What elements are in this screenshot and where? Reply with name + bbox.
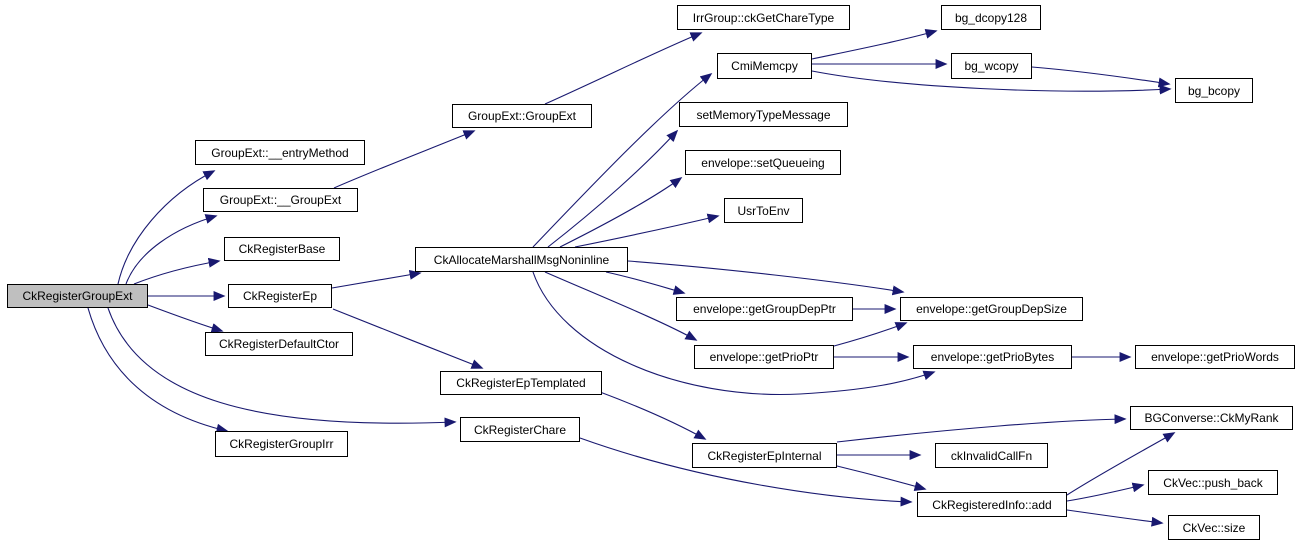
node-label: CkRegisterChare	[473, 422, 567, 437]
node-label: CkRegisterEp	[242, 289, 318, 303]
edge-ck-register-group-ext-to-ck-register-chare	[107, 307, 457, 428]
edge-ck-registered-info-add-to-ck-vec-size	[1066, 509, 1164, 527]
node-ck-allocate-marshall-msg[interactable]: CkAllocateMarshallMsgNoninline	[415, 247, 628, 272]
node-label: envelope::getPrioBytes	[930, 350, 1055, 364]
node-ck-vec-push-back[interactable]: CkVec::push_back	[1148, 470, 1278, 495]
edge-envelope-get-prio-ptr-to-envelope-get-group-dep-size	[833, 322, 908, 347]
node-label: CkAllocateMarshallMsgNoninline	[433, 252, 610, 267]
node-ck-register-default-ctor[interactable]: CkRegisterDefaultCtor	[205, 332, 353, 356]
edge-ck-register-group-ext-to-group-ext-entry-method	[117, 170, 216, 285]
node-envelope-get-prio-bytes[interactable]: envelope::getPrioBytes	[913, 345, 1072, 369]
node-ck-register-chare[interactable]: CkRegisterChare	[460, 417, 580, 442]
node-label: CkRegisterGroupExt	[22, 289, 133, 303]
node-label: setMemoryTypeMessage	[696, 107, 831, 122]
node-envelope-get-prio-ptr[interactable]: envelope::getPrioPtr	[694, 345, 834, 369]
edge-ck-register-ep-to-ck-allocate-marshall-msg	[331, 269, 422, 289]
node-label: bg_dcopy128	[954, 10, 1028, 25]
node-label: envelope::setQueueing	[701, 155, 825, 170]
node-label: envelope::getGroupDepSize	[916, 302, 1067, 316]
edge-ck-allocate-marshall-msg-to-envelope-set-queueing	[559, 177, 683, 248]
edge-ck-register-ep-internal-to-bg-converse-ck-my-rank	[836, 414, 1127, 443]
node-usr-to-env[interactable]: UsrToEnv	[724, 198, 803, 223]
node-ck-invalid-call-fn[interactable]: ckInvalidCallFn	[935, 443, 1048, 468]
edge-ck-allocate-marshall-msg-to-cmi-memcpy	[532, 72, 713, 248]
node-label: CkVec::push_back	[1163, 475, 1263, 490]
node-label: CkRegisterBase	[238, 242, 326, 256]
edge-ck-register-ep-templated-to-ck-register-ep-internal	[599, 391, 707, 440]
node-envelope-set-queueing[interactable]: envelope::setQueueing	[685, 150, 841, 175]
node-ck-register-ep[interactable]: CkRegisterEp	[228, 284, 332, 308]
edge-cmi-memcpy-to-bg-dcopy128	[811, 29, 938, 60]
edge-ck-register-ep-internal-to-ck-registered-info-add	[836, 465, 927, 491]
edge-ck-allocate-marshall-msg-to-envelope-get-prio-ptr	[544, 271, 698, 341]
node-label: GroupExt::__GroupExt	[219, 193, 342, 207]
node-label: CkVec::size	[1182, 520, 1246, 535]
node-ck-register-ep-internal[interactable]: CkRegisterEpInternal	[692, 443, 837, 468]
node-ck-register-group-irr[interactable]: CkRegisterGroupIrr	[215, 431, 348, 457]
node-label: envelope::getPrioPtr	[709, 350, 819, 364]
node-envelope-get-prio-words[interactable]: envelope::getPrioWords	[1135, 345, 1295, 369]
node-label: GroupExt::GroupExt	[467, 109, 577, 123]
node-label: bg_bcopy	[1187, 83, 1241, 98]
edge-bg-wcopy-to-bg-bcopy	[1031, 66, 1171, 88]
node-label: GroupExt::__entryMethod	[211, 145, 349, 160]
edge-ck-register-group-ext-to-ck-register-default-ctor	[147, 304, 224, 333]
node-label: UsrToEnv	[737, 203, 790, 218]
edge-ck-register-group-ext-to-group-ext-group-ext	[125, 214, 218, 285]
edge-ck-register-ep-to-ck-register-ep-templated	[332, 308, 484, 369]
edge-ck-allocate-marshall-msg-to-usr-to-env	[574, 213, 720, 248]
node-label: CkRegisterDefaultCtor	[218, 337, 340, 351]
edge-ck-register-chare-to-ck-registered-info-add	[579, 437, 913, 507]
node-irr-group-ck-get-chare-type[interactable]: IrrGroup::ckGetChareType	[677, 5, 850, 30]
node-ck-vec-size[interactable]: CkVec::size	[1168, 515, 1260, 540]
node-label: bg_wcopy	[964, 59, 1019, 73]
edge-ck-registered-info-add-to-bg-converse-ck-my-rank	[1066, 432, 1176, 496]
node-label: CkRegisterEpTemplated	[456, 376, 586, 390]
node-label: envelope::getGroupDepPtr	[693, 302, 836, 316]
edge-ck-allocate-marshall-msg-to-envelope-get-group-dep-ptr	[605, 271, 686, 295]
edge-ck-allocate-marshall-msg-to-envelope-get-prio-bytes	[532, 271, 936, 396]
node-label: CkRegisterEpInternal	[707, 448, 822, 463]
node-group-ext-entry-method[interactable]: GroupExt::__entryMethod	[195, 140, 365, 165]
edge-group-ext-ctor-to-irr-group-ck-get-chare-type	[544, 32, 703, 105]
edge-ck-registered-info-add-to-ck-vec-push-back	[1066, 482, 1145, 502]
node-ck-register-group-ext: CkRegisterGroupExt	[7, 284, 148, 308]
node-envelope-get-group-dep-size[interactable]: envelope::getGroupDepSize	[900, 297, 1083, 321]
node-label: envelope::getPrioWords	[1151, 350, 1279, 364]
node-label: CkRegisterGroupIrr	[229, 437, 334, 451]
edge-ck-allocate-marshall-msg-to-set-memory-type-message	[547, 129, 679, 248]
node-ck-register-ep-templated[interactable]: CkRegisterEpTemplated	[440, 371, 602, 395]
node-bg-converse-ck-my-rank[interactable]: BGConverse::CkMyRank	[1130, 406, 1293, 430]
edge-cmi-memcpy-to-bg-bcopy	[811, 70, 1172, 95]
node-envelope-get-group-dep-ptr[interactable]: envelope::getGroupDepPtr	[676, 297, 853, 321]
node-group-ext-group-ext[interactable]: GroupExt::__GroupExt	[203, 188, 358, 212]
node-label: BGConverse::CkMyRank	[1144, 411, 1279, 425]
node-set-memory-type-message[interactable]: setMemoryTypeMessage	[679, 102, 848, 127]
node-bg-wcopy[interactable]: bg_wcopy	[951, 53, 1032, 79]
edge-ck-register-group-ext-to-ck-register-base	[133, 257, 221, 285]
node-group-ext-ctor[interactable]: GroupExt::GroupExt	[452, 104, 592, 128]
node-ck-registered-info-add[interactable]: CkRegisteredInfo::add	[917, 492, 1067, 517]
edge-ck-allocate-marshall-msg-to-envelope-get-group-dep-size	[627, 260, 905, 296]
edge-ck-register-group-ext-to-ck-register-group-irr	[87, 307, 229, 434]
node-label: CmiMemcpy	[731, 59, 798, 73]
node-label: ckInvalidCallFn	[950, 448, 1033, 463]
node-bg-bcopy[interactable]: bg_bcopy	[1175, 78, 1253, 103]
node-cmi-memcpy[interactable]: CmiMemcpy	[717, 53, 812, 79]
node-label: IrrGroup::ckGetChareType	[692, 10, 835, 25]
node-bg-dcopy128[interactable]: bg_dcopy128	[941, 5, 1041, 30]
node-label: CkRegisteredInfo::add	[932, 497, 1052, 512]
node-ck-register-base[interactable]: CkRegisterBase	[224, 237, 340, 261]
edge-group-ext-group-ext-to-group-ext-ctor	[333, 130, 476, 189]
